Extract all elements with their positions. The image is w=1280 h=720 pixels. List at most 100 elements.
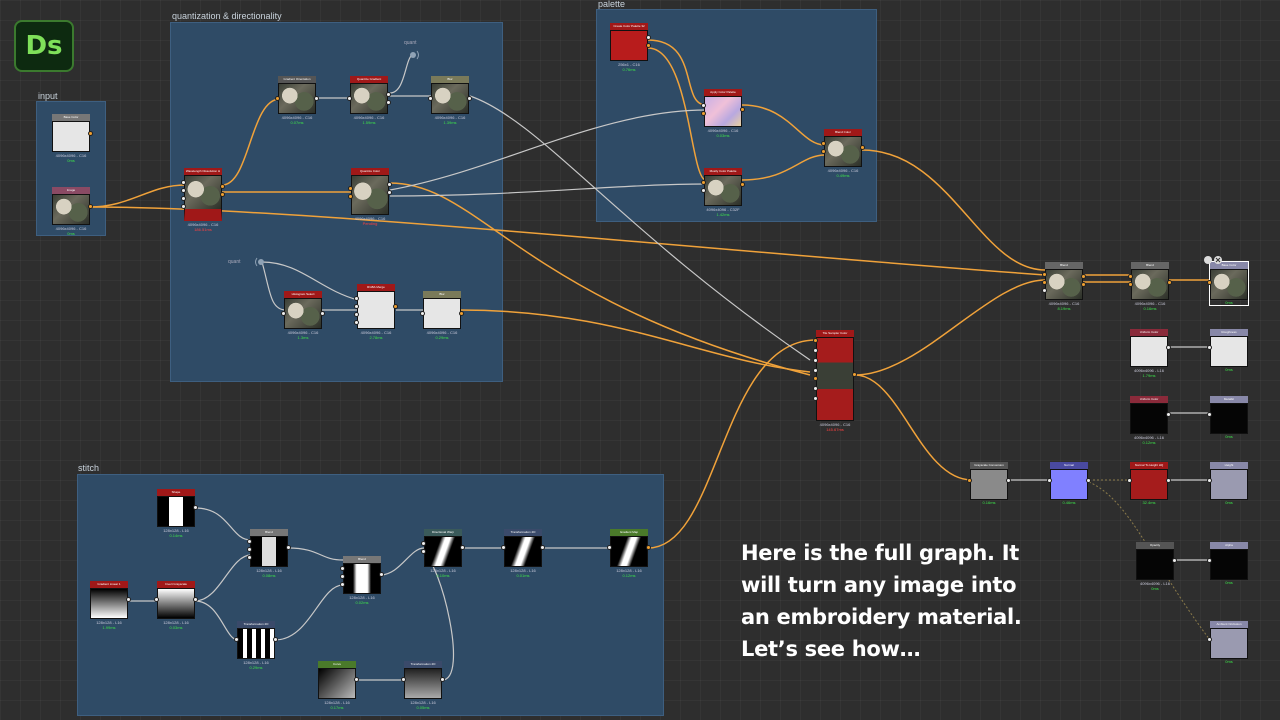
input-port[interactable]: [1207, 412, 1212, 417]
input-port[interactable]: [428, 96, 433, 101]
input-port[interactable]: [181, 180, 186, 185]
input-port[interactable]: [340, 566, 345, 571]
input-port[interactable]: [181, 196, 186, 201]
output-port[interactable]: [860, 145, 865, 150]
input-port[interactable]: [607, 545, 612, 550]
input-port[interactable]: [701, 111, 706, 116]
input-port[interactable]: [275, 96, 280, 101]
output-port[interactable]: [740, 107, 745, 112]
node-uniform-color-1[interactable]: Uniform Color 4096x4096 - L16 1.79ms: [1130, 329, 1171, 378]
output-port[interactable]: [1081, 282, 1086, 287]
input-port[interactable]: [1128, 274, 1133, 279]
output-port[interactable]: [386, 92, 391, 97]
input-port[interactable]: [1128, 282, 1133, 287]
node-shape[interactable]: Shape 128x128 - L16 0.14ms: [157, 489, 198, 538]
node-gradient-orientation[interactable]: Gradient Orientation 4096x4096 - C16 0.0…: [275, 76, 319, 125]
input-port[interactable]: [1207, 280, 1212, 285]
input-port[interactable]: [181, 204, 186, 209]
node-output-basecolor[interactable]: Base Color 0ms: [1207, 261, 1249, 306]
node-output-metallic[interactable]: Metallic 0ms: [1207, 396, 1248, 439]
node-output-alpha[interactable]: Alpha 0ms: [1207, 542, 1248, 585]
output-port[interactable]: [126, 597, 131, 602]
output-port[interactable]: [1166, 345, 1171, 350]
input-port[interactable]: [354, 296, 359, 301]
input-port[interactable]: [348, 194, 353, 199]
node-opacity[interactable]: Opacity 4096x4096 - L16 0ms: [1136, 542, 1177, 591]
input-port[interactable]: [354, 320, 359, 325]
input-port[interactable]: [813, 386, 818, 391]
output-port[interactable]: [314, 96, 319, 101]
node-blend-color[interactable]: Blend Color 4096x4096 - C16 0.49ms: [821, 129, 865, 178]
node-blur-2[interactable]: Blur 4096x4096 - C16 0.29ms: [420, 291, 464, 340]
node-normal[interactable]: Normal 0.46ms: [1047, 462, 1091, 505]
input-port[interactable]: [1042, 280, 1047, 285]
input-port[interactable]: [401, 677, 406, 682]
output-port[interactable]: [646, 35, 651, 40]
input-port[interactable]: [340, 582, 345, 587]
node-transformation-2d-2[interactable]: Transformation 2D 128x128 - L16 0.05ms: [401, 661, 445, 710]
node-blur[interactable]: Blur 4096x4096 - C16 1.39ms: [428, 76, 472, 125]
input-port[interactable]: [821, 149, 826, 154]
node-toolbar-icon[interactable]: [1204, 255, 1224, 265]
input-port[interactable]: [247, 547, 252, 552]
input-port[interactable]: [354, 304, 359, 309]
input-port[interactable]: [421, 549, 426, 554]
input-port[interactable]: [247, 555, 252, 560]
input-port[interactable]: [420, 311, 425, 316]
node-mostly-palette[interactable]: Mostly Color Palette 4096x4096 - C32F 1.…: [701, 168, 745, 217]
output-port[interactable]: [88, 204, 93, 209]
output-port[interactable]: [646, 545, 651, 550]
output-port[interactable]: [387, 190, 392, 195]
output-port[interactable]: [852, 372, 857, 377]
output-port[interactable]: [273, 637, 278, 642]
output-port[interactable]: [1172, 558, 1177, 563]
input-port[interactable]: [340, 574, 345, 579]
node-input-color[interactable]: Base Color 4096x4096 - C16 0ms: [52, 114, 93, 163]
node-rgba-merge[interactable]: RGBA Merge 4096x4096 - C16 2.78ms: [354, 284, 398, 340]
output-port[interactable]: [467, 96, 472, 101]
node-curve[interactable]: Curve 128x128 - L16 0.17ms: [318, 661, 359, 710]
input-port[interactable]: [1207, 345, 1212, 350]
node-directional-warp[interactable]: Directional Warp 128x128 - L16 0.10ms: [421, 529, 465, 578]
node-create-palette[interactable]: Create Color Palette 32 256x1 - C16 0.76…: [610, 23, 651, 72]
input-port[interactable]: [701, 103, 706, 108]
output-port[interactable]: [1166, 478, 1171, 483]
node-histogram-select[interactable]: Histogram Select 4096x4096 - C16 1.3ms: [281, 291, 325, 340]
node-tile-sampler[interactable]: Tile Sampler Color 4096x4096 - C16 145.6…: [813, 330, 857, 432]
output-port[interactable]: [1081, 274, 1086, 279]
input-port[interactable]: [1207, 558, 1212, 563]
output-port[interactable]: [460, 545, 465, 550]
input-port[interactable]: [247, 539, 252, 544]
input-port[interactable]: [701, 188, 706, 193]
node-quantize-color[interactable]: Quantize Color 4096x4096 - C16 Pending: [348, 168, 392, 226]
node-output-roughness[interactable]: Roughness 0ms: [1207, 329, 1248, 372]
output-port[interactable]: [1167, 280, 1172, 285]
node-quantize-gradient[interactable]: Quantize Gradient 4096x4096 - C16 1.59ms: [347, 76, 391, 125]
input-port[interactable]: [354, 312, 359, 317]
node-input-image[interactable]: Image 4096x4096 - C16 0ms: [52, 187, 93, 236]
node-invert-grayscale[interactable]: Invert Grayscale 128x128 - L16 0.03ms: [154, 581, 198, 630]
output-port[interactable]: [1086, 478, 1091, 483]
node-uniform-color-2[interactable]: Uniform Color 4096x4096 - L16 0.12ms: [1130, 396, 1171, 445]
input-port[interactable]: [967, 478, 972, 483]
input-port[interactable]: [1042, 272, 1047, 277]
node-transformation-2d-3[interactable]: Transformation 2D 128x128 - L16 0.01ms: [501, 529, 545, 578]
output-port[interactable]: [387, 182, 392, 187]
input-port[interactable]: [813, 338, 818, 343]
input-port[interactable]: [234, 637, 239, 642]
input-port[interactable]: [348, 186, 353, 191]
output-port[interactable]: [740, 182, 745, 187]
input-port[interactable]: [1207, 637, 1212, 642]
node-stitch-blend-1[interactable]: Blend 128x128 - L16 0.08ms: [247, 529, 291, 578]
output-port[interactable]: [88, 131, 93, 136]
input-port[interactable]: [813, 396, 818, 401]
node-grayscale-conversion[interactable]: Grayscale Conversion 0.16ms: [967, 462, 1011, 505]
output-port[interactable]: [1166, 412, 1171, 417]
input-port[interactable]: [1042, 288, 1047, 293]
input-port[interactable]: [501, 545, 506, 550]
output-port[interactable]: [220, 184, 225, 189]
node-output-height[interactable]: Height 0ms: [1207, 462, 1248, 505]
output-port[interactable]: [220, 192, 225, 197]
input-port[interactable]: [813, 348, 818, 353]
node-transformation-2d[interactable]: Transformation 2D 128x128 - L16 0.29ms: [234, 621, 278, 670]
